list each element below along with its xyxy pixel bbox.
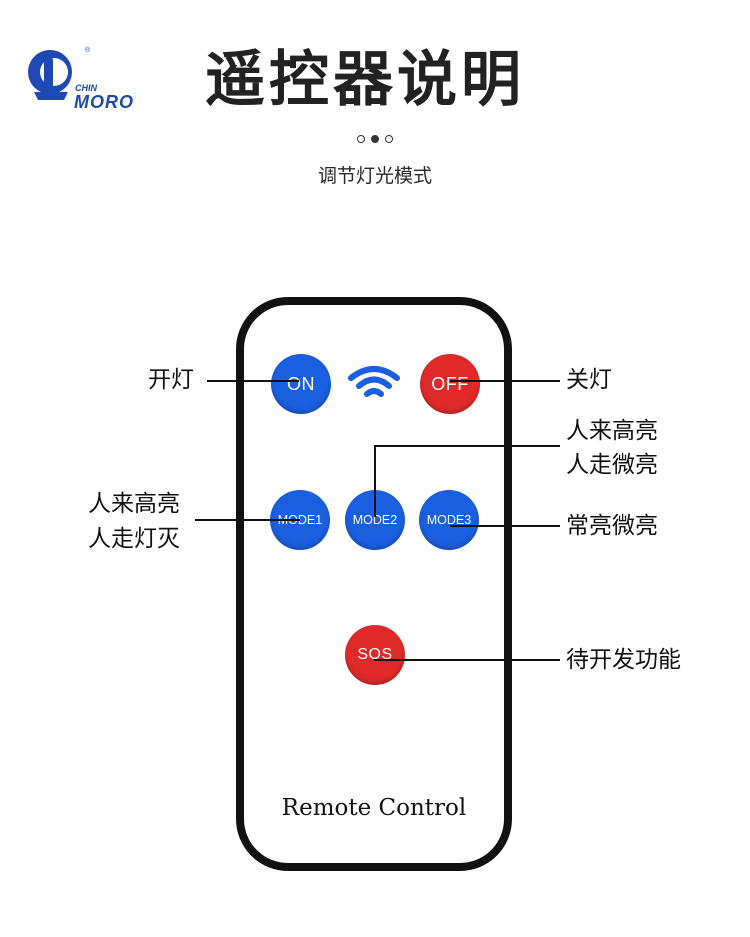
pager-dot — [385, 135, 393, 143]
on-annotation: 开灯 — [148, 367, 194, 393]
sos-annotation: 待开发功能 — [566, 647, 681, 673]
off-button-label: OFF — [431, 373, 469, 394]
sos-leader-line — [374, 659, 560, 661]
svg-text:®: ® — [85, 46, 91, 54]
pager-dot — [357, 135, 365, 143]
off-button[interactable]: OFF — [420, 354, 480, 414]
off-leader-line — [450, 380, 560, 382]
mode3-button[interactable]: MODE3 — [419, 490, 479, 550]
on-button[interactable]: ON — [271, 354, 331, 414]
off-annotation: 关灯 — [566, 367, 612, 393]
mode3-leader-line — [450, 525, 560, 527]
on-leader-line — [207, 380, 299, 382]
sos-button-label: SOS — [357, 646, 393, 663]
mode3-button-label: MODE3 — [426, 513, 472, 527]
mode2-annotation-line1: 人来高亮 — [566, 418, 658, 444]
mode2-annotation-line2: 人走微亮 — [566, 452, 658, 478]
page-subtitle: 调节灯光模式 — [317, 165, 432, 187]
mode1-annotation-line1: 人来高亮 — [88, 491, 180, 517]
mode1-leader-line — [195, 519, 300, 521]
page-title: 遥控器说明 — [205, 45, 525, 115]
brand-logo: ® CHIN MORO — [24, 44, 154, 116]
mode2-button-label: MODE2 — [352, 513, 398, 527]
sos-button[interactable]: SOS — [345, 625, 405, 685]
remote-label: Remote Control — [281, 795, 467, 821]
on-button-label: ON — [287, 373, 315, 394]
pager-dot-active — [371, 135, 379, 143]
mode2-leader-line-horizontal — [374, 445, 560, 447]
mode1-annotation-line2: 人走灯灭 — [88, 526, 180, 552]
brand-name: MORO — [74, 92, 134, 112]
brand-small-text: CHIN — [75, 83, 97, 93]
pager-dots — [350, 132, 400, 146]
mode3-annotation: 常亮微亮 — [566, 513, 658, 539]
chinmoro-logo-icon: ® — [28, 46, 91, 100]
wifi-signal-icon — [345, 362, 403, 406]
mode2-leader-line-vertical — [374, 445, 376, 517]
